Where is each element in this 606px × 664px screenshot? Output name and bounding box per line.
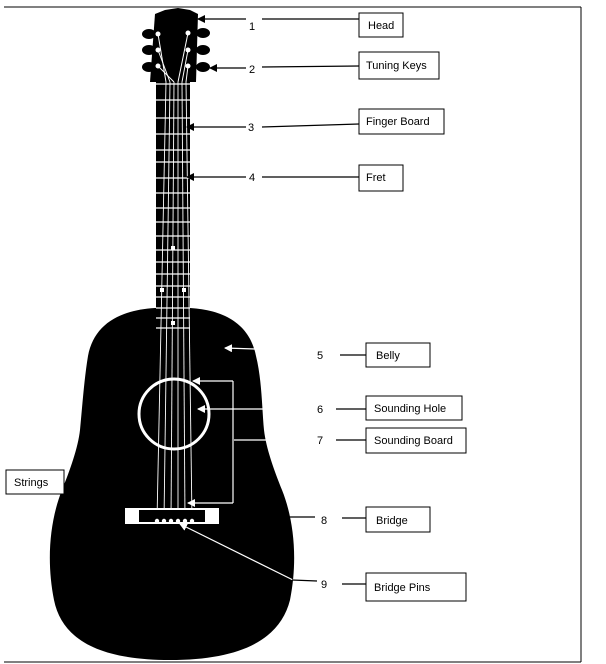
label-tuning-keys: Tuning Keys [366, 60, 427, 72]
label-belly: Belly [376, 350, 400, 362]
label-sounding-board: Sounding Board [374, 435, 453, 447]
label-sounding-hole: Sounding Hole [374, 403, 446, 415]
label-fret: Fret [366, 172, 386, 184]
label-strings: Strings [14, 477, 49, 489]
guitar-head [150, 8, 198, 82]
label-head: Head [368, 20, 394, 32]
label-finger-board: Finger Board [366, 116, 430, 128]
part-number-7: 7 [317, 435, 323, 447]
part-number-3: 3 [248, 122, 254, 134]
part-number-5: 5 [317, 350, 323, 362]
part-number-8: 8 [321, 515, 327, 527]
label-bridge: Bridge [376, 515, 408, 527]
part-number-2: 2 [249, 64, 255, 76]
part-number-1: 1 [249, 21, 255, 33]
part-number-6: 6 [317, 404, 323, 416]
label-bridge-pins: Bridge Pins [374, 582, 431, 594]
part-number-9: 9 [321, 579, 327, 591]
part-number-4: 4 [249, 172, 255, 184]
